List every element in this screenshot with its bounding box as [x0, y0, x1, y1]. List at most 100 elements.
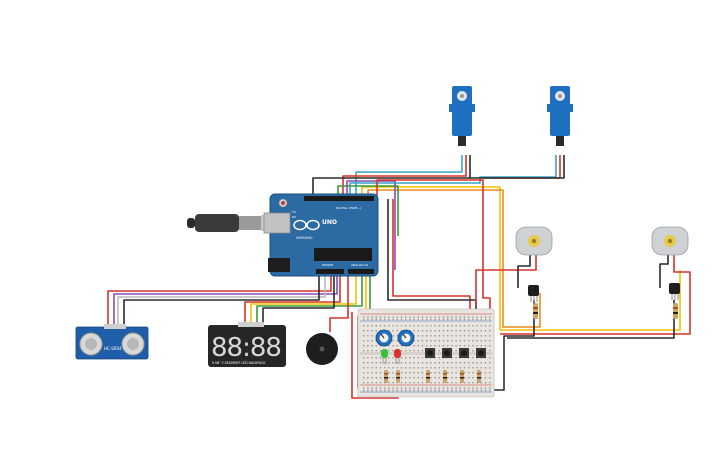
- breadboard-hole: [388, 318, 390, 321]
- wire-black-ground[interactable]: [387, 199, 477, 312]
- breadboard-hole: [421, 377, 424, 379]
- wire-transistor1-gnd[interactable]: [490, 300, 535, 391]
- breadboard-hole: [430, 389, 432, 392]
- wire-display-vcc[interactable]: [244, 275, 341, 326]
- breadboard-hole: [484, 316, 487, 318]
- breadboard-hole: [480, 362, 482, 364]
- wire-yellow-motor[interactable]: [361, 186, 681, 331]
- wire-motor1-black[interactable]: [517, 254, 531, 288]
- resistor-motor-1[interactable]: [533, 303, 538, 319]
- breadboard-hole: [417, 377, 419, 379]
- breadboard-hole: [405, 387, 407, 389]
- breadboard-hole: [400, 389, 403, 392]
- pushbutton-icon: [476, 348, 486, 358]
- wire-display-sda[interactable]: [250, 275, 357, 326]
- wire-buzzer[interactable]: [329, 275, 349, 332]
- breadboard-hole: [379, 325, 382, 327]
- transistor-1[interactable]: [528, 285, 539, 302]
- breadboard-hole: [480, 367, 482, 369]
- wire-orange-motor[interactable]: [367, 189, 541, 328]
- breadboard-hole: [489, 357, 491, 359]
- wire-servo2-ground[interactable]: [470, 155, 565, 179]
- breadboard-hole: [484, 377, 487, 379]
- resistor-band: [443, 373, 447, 375]
- wire-display-gnd[interactable]: [262, 275, 335, 326]
- wire-green-top[interactable]: [337, 185, 399, 236]
- micro-servo-icon: [547, 86, 573, 146]
- breadboard-hole: [442, 389, 445, 392]
- led-green[interactable]: [381, 349, 388, 364]
- dc-motor-2[interactable]: [651, 226, 689, 256]
- breadboard-hole: [409, 357, 411, 359]
- breadboard-hole: [396, 362, 398, 364]
- wire-ultrasonic-trig[interactable]: [113, 275, 338, 330]
- breadboard-hole: [489, 325, 491, 327]
- potentiometer-2[interactable]: [397, 329, 415, 347]
- breadboard-hole: [417, 318, 419, 321]
- breadboard-hole: [489, 335, 491, 337]
- wire-transistor2-gnd[interactable]: [507, 300, 675, 339]
- breadboard-hole: [455, 377, 457, 379]
- pushbutton-3[interactable]: [459, 348, 469, 358]
- resistor-body: [477, 370, 481, 383]
- breadboard-hole: [472, 372, 474, 374]
- breadboard-hole: [367, 350, 369, 352]
- pushbutton-4[interactable]: [476, 348, 486, 358]
- breadboard-hole: [413, 316, 415, 318]
- breadboard-hole: [463, 325, 466, 327]
- breadboard-hole: [442, 345, 445, 347]
- wire-ultrasonic-echo[interactable]: [117, 275, 326, 330]
- breadboard-hole: [455, 387, 457, 389]
- potentiometer-1[interactable]: [375, 329, 393, 347]
- resistor-motor-2[interactable]: [673, 303, 678, 319]
- breadboard-hole: [451, 335, 453, 337]
- breadboard-hole: [447, 362, 449, 364]
- breadboard-hole: [363, 357, 365, 359]
- wire-motor2-black[interactable]: [659, 254, 669, 288]
- servo-2[interactable]: [547, 86, 573, 146]
- breadboard-hole: [484, 345, 487, 347]
- led-red[interactable]: [394, 349, 401, 364]
- breadboard-hole: [459, 382, 461, 384]
- pushbutton-2[interactable]: [442, 348, 452, 358]
- breadboard-hole: [442, 367, 445, 369]
- breadboard-hole: [388, 372, 390, 374]
- breadboard-hole: [451, 387, 453, 389]
- transistor-2[interactable]: [669, 283, 680, 300]
- wire-ultrasonic-gnd[interactable]: [123, 275, 320, 330]
- wire-motor2-red[interactable]: [500, 254, 691, 335]
- arduino-uno[interactable]: DIGITAL (PWM~) POWER ANALOG IN ARDUINO U…: [263, 193, 379, 277]
- wire-motor1-red[interactable]: [475, 254, 537, 306]
- wire-red-main[interactable]: [376, 179, 491, 310]
- breadboard-hole: [367, 316, 369, 318]
- seven-segment-display[interactable]: 88:88 0.56" 7-SEGMENT LED BACKPACK: [208, 322, 286, 367]
- wire-ultrasonic-vcc[interactable]: [107, 275, 332, 330]
- breadboard-hole: [455, 362, 457, 364]
- breadboard-hole: [367, 345, 369, 347]
- wire-display-scl[interactable]: [256, 275, 363, 326]
- servo-1[interactable]: [449, 86, 475, 146]
- pushbutton-1[interactable]: [425, 348, 435, 358]
- breadboard-hole: [388, 377, 390, 379]
- dc-motor-1[interactable]: [515, 226, 553, 256]
- wire-purple-top[interactable]: [346, 180, 396, 270]
- resistor-icon: [426, 370, 430, 383]
- breadboard-hole: [413, 357, 415, 359]
- breadboard-hole: [442, 330, 445, 332]
- resistor-band: [460, 377, 464, 379]
- wire-servo1-ground[interactable]: [312, 155, 471, 196]
- wire-servo1-signal[interactable]: [355, 155, 463, 196]
- ultrasonic-sensor[interactable]: HC-SR04: [75, 324, 149, 360]
- resistor-icon: [673, 303, 678, 319]
- breadboard-hole: [442, 340, 445, 342]
- breadboard-hole: [463, 389, 466, 392]
- piezo-buzzer-icon[interactable]: [306, 333, 338, 365]
- breadboard-hole: [400, 330, 403, 332]
- wire-red-rail[interactable]: [392, 199, 471, 312]
- breadboard-hole: [489, 340, 491, 342]
- potentiometer-icon: [375, 329, 393, 347]
- breadboard-hole: [480, 389, 482, 392]
- wire-servo2-power[interactable]: [483, 155, 561, 179]
- breadboard-hole: [409, 318, 411, 321]
- breadboard-hole: [367, 382, 369, 384]
